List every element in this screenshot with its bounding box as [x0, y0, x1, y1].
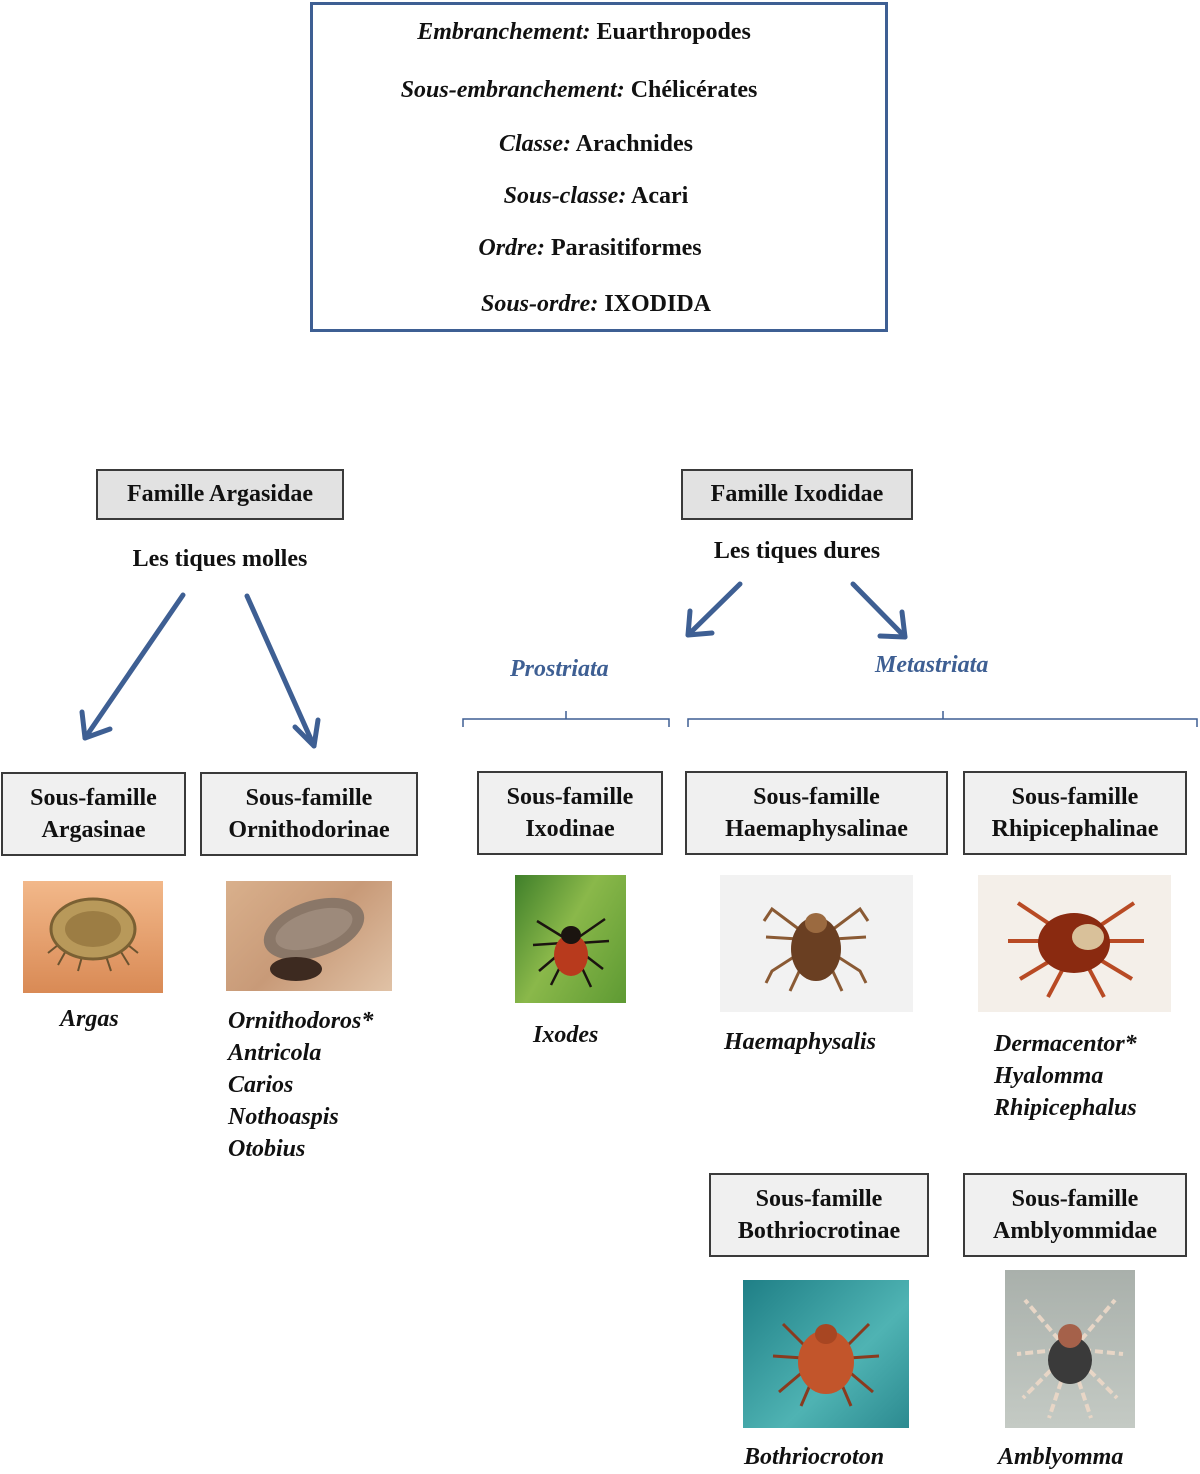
family-ixodidae-common-name: Les tiques dures: [713, 538, 881, 564]
family-argasidae-common-name: Les tiques molles: [132, 546, 308, 572]
genus-name: Haemaphysalis: [724, 1029, 877, 1055]
genus-name: Antricola: [228, 1040, 322, 1066]
family-ixodidae-box: Famille Ixodidae: [681, 469, 913, 520]
subfamily-label: Sous-famille: [506, 784, 634, 810]
subfamily-name: Haemaphysalinae: [725, 816, 908, 842]
bothriocroton-tick-icon: [772, 1322, 880, 1407]
genus-list-argasinae: Argas: [60, 1003, 119, 1035]
subfamily-label: Sous-famille: [30, 785, 157, 811]
subfamily-name: Bothriocrotinae: [737, 1218, 901, 1244]
haemaphysalis-tick-icon: [762, 906, 870, 992]
genus-name: Nothoaspis: [228, 1104, 339, 1130]
dermacentor-tick-icon: [1008, 901, 1144, 998]
bracket-metastriata: [687, 711, 1198, 727]
bracket-prostriata: [462, 711, 670, 727]
taxonomy-sous-embranchement: Sous-embranchement: Chélicérates: [400, 77, 758, 103]
genus-list-haemaphysalinae: Haemaphysalis: [724, 1026, 876, 1058]
dermacentor-tick-photo: [978, 875, 1171, 1012]
arrow-to-ornithodorinae: [244, 593, 321, 749]
taxonomy-classe: Classe: Arachnides: [498, 131, 694, 157]
genus-name: Ixodes: [533, 1022, 599, 1048]
genus-name: Argas: [60, 1006, 119, 1032]
arrow-to-argasinae: [79, 592, 186, 741]
genus-list-ornithodorinae: Ornithodoros* Antricola Carios Nothoaspi…: [228, 1005, 373, 1165]
haemaphysalis-tick-photo: [720, 875, 913, 1012]
genus-name: Hyalomma: [994, 1063, 1104, 1089]
group-metastriata-label: Metastriata: [875, 652, 989, 678]
ixodes-tick-icon: [532, 917, 610, 988]
subfamily-name: Argasinae: [41, 817, 146, 843]
genus-list-ixodinae: Ixodes: [533, 1019, 598, 1051]
genus-name: Ornithodoros*: [228, 1008, 374, 1034]
taxonomy-ordre: Ordre: Parasitiformes: [478, 235, 702, 261]
subfamily-label: Sous-famille: [755, 1186, 883, 1212]
subfamily-name: Amblyommidae: [993, 1218, 1157, 1244]
taxonomy-box: Embranchement: Euarthropodes Sous-embran…: [310, 2, 888, 332]
ornithodoros-tick-icon: [263, 897, 365, 981]
bothriocroton-tick-photo: [743, 1280, 909, 1428]
genus-list-amblyommidae: Amblyomma: [998, 1441, 1123, 1473]
argas-tick-icon: [47, 897, 139, 972]
subfamily-label: Sous-famille: [1011, 1186, 1139, 1212]
genus-name: Rhipicephalus: [994, 1095, 1137, 1121]
taxonomy-sous-ordre: Sous-ordre: IXODIDA: [480, 291, 712, 317]
subfamily-label: Sous-famille: [245, 785, 373, 811]
genus-name: Otobius: [228, 1136, 306, 1162]
group-prostriata-label: Prostriata: [510, 656, 609, 682]
family-argasidae-box: Famille Argasidae: [96, 469, 344, 520]
genus-name: Bothriocroton: [744, 1444, 885, 1470]
subfamily-name: Rhipicephalinae: [991, 816, 1159, 842]
genus-name: Dermacentor*: [994, 1031, 1137, 1057]
family-ixodidae-title: Famille Ixodidae: [710, 481, 884, 507]
genus-name: Carios: [228, 1072, 294, 1098]
genus-list-rhipicephalinae: Dermacentor* Hyalomma Rhipicephalus: [994, 1028, 1137, 1124]
genus-name: Amblyomma: [998, 1444, 1124, 1470]
subfamily-name: Ixodinae: [525, 816, 615, 842]
ixodes-tick-photo: [515, 875, 626, 1003]
subfamily-name: Ornithodorinae: [228, 817, 390, 843]
subfamily-label: Sous-famille: [1011, 784, 1139, 810]
genus-list-bothriocrotinae: Bothriocroton: [744, 1441, 884, 1473]
subfamily-label: Sous-famille: [753, 784, 880, 810]
family-argasidae-title: Famille Argasidae: [127, 481, 313, 507]
argas-tick-photo: [23, 881, 163, 993]
ornithodoros-tick-photo: [226, 881, 392, 991]
amblyomma-tick-photo: [1005, 1270, 1135, 1428]
taxonomy-embranchement: Embranchement: Euarthropodes: [417, 19, 751, 45]
arrow-to-prostriata: [685, 581, 743, 638]
arrow-to-metastriata: [850, 581, 908, 640]
amblyomma-tick-icon: [1016, 1298, 1124, 1419]
taxonomy-sous-classe: Sous-classe: Acari: [503, 183, 689, 209]
